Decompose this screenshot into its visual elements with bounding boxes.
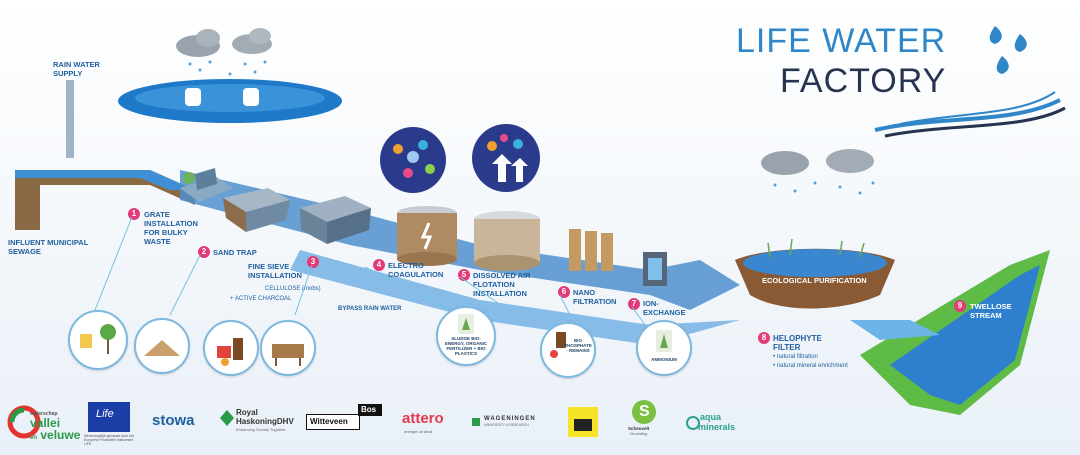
charcoal-bubble (260, 320, 316, 376)
step-number-9: 9 (954, 300, 966, 312)
wageningen-mark (472, 418, 480, 426)
stowa-logo: stowa (152, 412, 195, 429)
royal-haskoning-mark (220, 410, 234, 431)
attero-logo: attero (402, 410, 444, 427)
label-electro: ELECTRO COAGULATION (388, 261, 444, 279)
label-bypass: BYPASS RAIN WATER (338, 306, 402, 312)
life-text: Life (96, 408, 114, 420)
step-number-7: 7 (628, 298, 640, 310)
haskoning-tag: Enhancing Society Together (236, 427, 286, 432)
pointer-lines (94, 216, 646, 326)
sewage-pipe (15, 170, 195, 230)
label-twellose: TWELLOSE STREAM (970, 302, 1012, 320)
sludge-text: SLUDGE BIO-ENERGY, ORGANIC FERTILIZER + … (444, 336, 488, 356)
step-number-4: 4 (373, 259, 385, 271)
phosphate-bubble: BIO PHOSPHATE - REMAINS (540, 322, 596, 378)
witteveen-logo: Witteveen (306, 414, 360, 430)
scheuvelt-text: Scheuvelt (628, 426, 650, 431)
step-number-8: 8 (758, 332, 770, 344)
ammonium-text: AMMONIUM (651, 357, 677, 362)
aqua-text: aqua (700, 412, 722, 422)
cellulose-bubble (203, 320, 259, 376)
veluwe-text: en veluwe (30, 428, 80, 442)
yellow-logo (568, 407, 598, 437)
vallei-small: waterschap (30, 411, 58, 417)
electro-coagulation-tank (397, 206, 457, 266)
scheuvelt-tag: Groeiding (630, 431, 648, 436)
ion-exchange-unit (643, 252, 667, 286)
title-line2: FACTORY (780, 62, 947, 100)
label-nano: NANO FILTRATION (573, 288, 617, 306)
vallei-text: vallei (30, 416, 61, 430)
label-helophyte: HELOPHYTE FILTER (773, 334, 822, 352)
label-influent: INFLUENT MUNICIPAL SEWAGE (8, 238, 89, 256)
nano-filtration-unit (569, 229, 613, 271)
ecological-basin (735, 238, 895, 309)
life-eu-logo: Life (88, 402, 130, 432)
flotation-bubble (472, 124, 540, 192)
label-grate: GRATE INSTALLATION FOR BULKY WASTE (144, 210, 198, 246)
witteveen-text: Witteveen (310, 417, 348, 426)
flotation-tank (474, 211, 540, 271)
helophyte-bullet-2: • natural mineral enrichment (773, 363, 848, 369)
rain-clouds (176, 28, 272, 76)
royal-text: Royal (236, 408, 258, 417)
rain-pipe (66, 80, 74, 158)
bos-logo: Bos (358, 404, 382, 416)
label-sand-trap: SAND TRAP (213, 248, 257, 257)
veluwe-word: veluwe (40, 428, 81, 442)
waste-bubble (68, 310, 128, 370)
label-cellulose: CELLULOSE (mobs) (265, 286, 321, 292)
eco-clouds (761, 149, 875, 195)
water-drops-swirl (874, 26, 1066, 138)
sand-trap (223, 188, 290, 232)
wageningen-tag: UNIVERSITY & RESEARCH (484, 423, 529, 427)
step-number-1: 1 (128, 208, 140, 220)
label-ion: ION- EXCHANGE (643, 299, 686, 317)
veluwe-prefix: en (30, 435, 38, 441)
sludge-bubble: SLUDGE BIO-ENERGY, ORGANIC FERTILIZER + … (436, 306, 496, 366)
vallei-veluwe-logo-mark (6, 404, 46, 440)
title-line1: LIFE WATER (736, 22, 947, 60)
bos-text: Bos (361, 405, 377, 414)
label-active-charcoal: + ACTIVE CHARCOAL (230, 296, 292, 302)
electro-bubble (380, 127, 446, 193)
ammonium-bubble: AMMONIUM (636, 320, 692, 376)
sand-bubble (134, 318, 190, 374)
helophyte-stream (850, 250, 1050, 415)
label-eco: ECOLOGICAL PURIFICATION (762, 276, 867, 285)
label-fine-sieve: FINE SIEVE INSTALLATION (248, 262, 302, 280)
minerals-text: minerals (698, 422, 736, 432)
scheuvelt-mark: S (632, 400, 656, 424)
step-number-3: 3 (307, 256, 319, 268)
rain-water-pond (118, 79, 342, 123)
aqua-minerals-mark (686, 416, 700, 430)
grate-installation (180, 168, 233, 202)
label-daf: DISSOLVED AIR FLOTATION INSTALLATION (473, 271, 531, 298)
step-number-2: 2 (198, 246, 210, 258)
label-rain-water-supply: RAIN WATER SUPPLY (53, 60, 100, 78)
attero-tag: energie uit afval (404, 429, 433, 434)
life-caption: Medemogelijk gemaakt door het Europese F… (84, 434, 134, 446)
phosphate-text: BIO PHOSPHATE - REMAINS (564, 338, 592, 353)
helophyte-bullet-1: • natural filtration (773, 354, 818, 360)
fine-sieve (300, 196, 371, 244)
wageningen-text: WAGENINGEN (484, 416, 536, 422)
step-number-6: 6 (558, 286, 570, 298)
haskoning-text: HaskoningDHV (236, 417, 294, 426)
